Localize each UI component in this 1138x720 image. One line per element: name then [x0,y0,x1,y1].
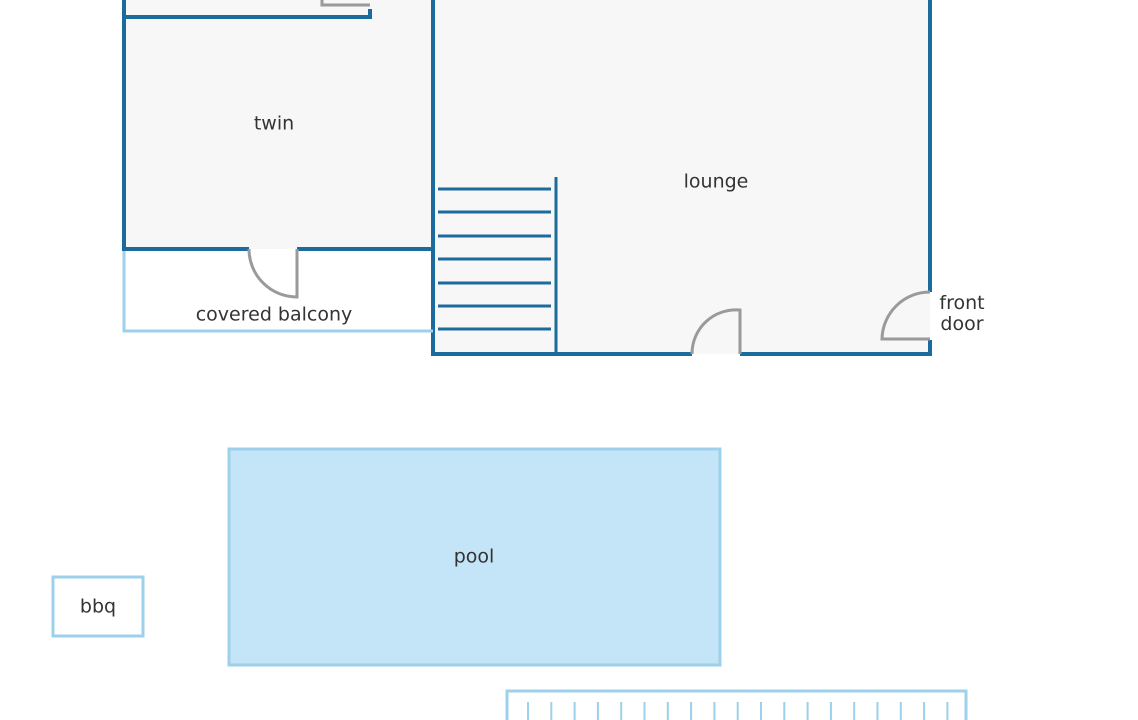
front-door-line2: door [940,313,984,335]
twin-floor [124,0,433,249]
stairs [438,177,558,354]
room-label-pool: pool [453,545,495,568]
bbq [51,575,145,638]
room-label-bbq: bbq [79,595,117,618]
pool [227,447,722,667]
lounge-wall [431,0,932,356]
upper-room-wall [122,0,372,19]
room-label-twin: twin [253,112,295,135]
front-door [880,290,931,341]
upper-door [320,0,370,7]
room-label-lounge: lounge [683,170,749,193]
balcony-outline [122,251,433,333]
twin-door [247,248,299,299]
lounge-floor [433,0,930,354]
twin-wall [122,17,433,251]
lounge-door [690,308,742,355]
deck [505,689,968,720]
deck-slats [527,702,949,720]
room-label-covered-balcony: covered balcony [195,303,353,326]
front-door-line1: front [939,292,985,314]
